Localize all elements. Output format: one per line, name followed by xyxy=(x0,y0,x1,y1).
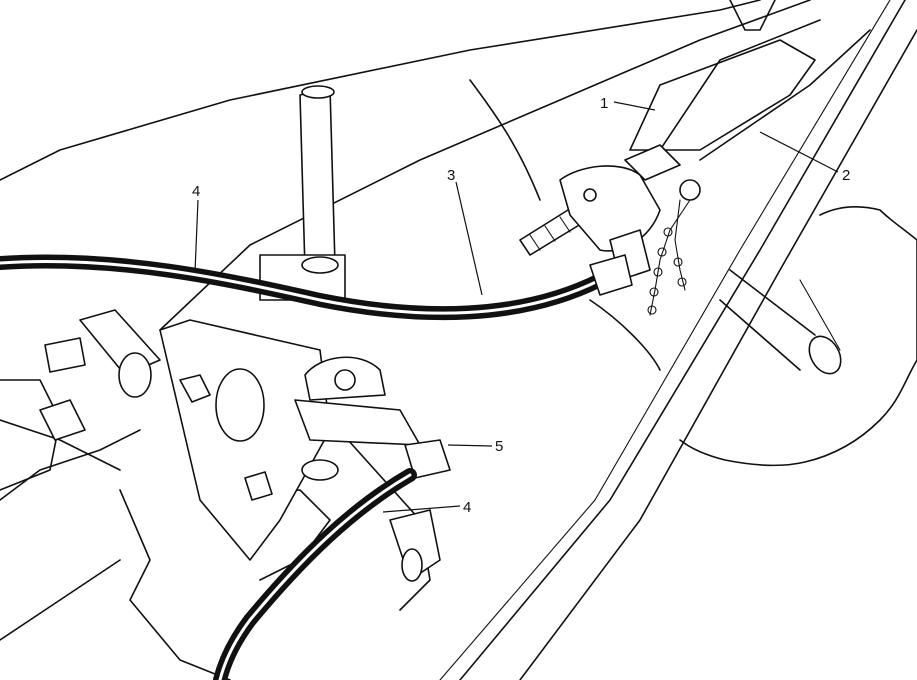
safety-chain xyxy=(647,199,691,316)
callout-2: 2 xyxy=(759,131,850,184)
mounting-bracket xyxy=(159,319,331,561)
callout-3-label: 3 xyxy=(447,167,455,184)
callout-4-upper-label: 4 xyxy=(192,183,200,200)
callout-4-lower-label: 4 xyxy=(463,499,471,516)
lower-fork xyxy=(389,509,441,582)
callout-2-label: 2 xyxy=(842,167,850,184)
gear-wheel xyxy=(679,205,917,467)
callout-5-label: 5 xyxy=(495,438,503,455)
callout-4-lower: 4 xyxy=(382,499,471,516)
control-cable-upper xyxy=(0,254,633,321)
clevis-joint xyxy=(0,309,161,501)
vertical-shaft xyxy=(259,85,346,301)
lever-arm xyxy=(629,0,871,166)
callout-3: 3 xyxy=(447,167,483,296)
callout-1: 1 xyxy=(600,95,656,112)
frame-rails xyxy=(439,0,917,680)
callout-1-label: 1 xyxy=(600,95,608,112)
control-cable-lower xyxy=(213,468,417,680)
cable-end-fitting xyxy=(294,356,451,481)
callout-5: 5 xyxy=(447,438,503,455)
callout-4-upper: 4 xyxy=(192,183,200,273)
